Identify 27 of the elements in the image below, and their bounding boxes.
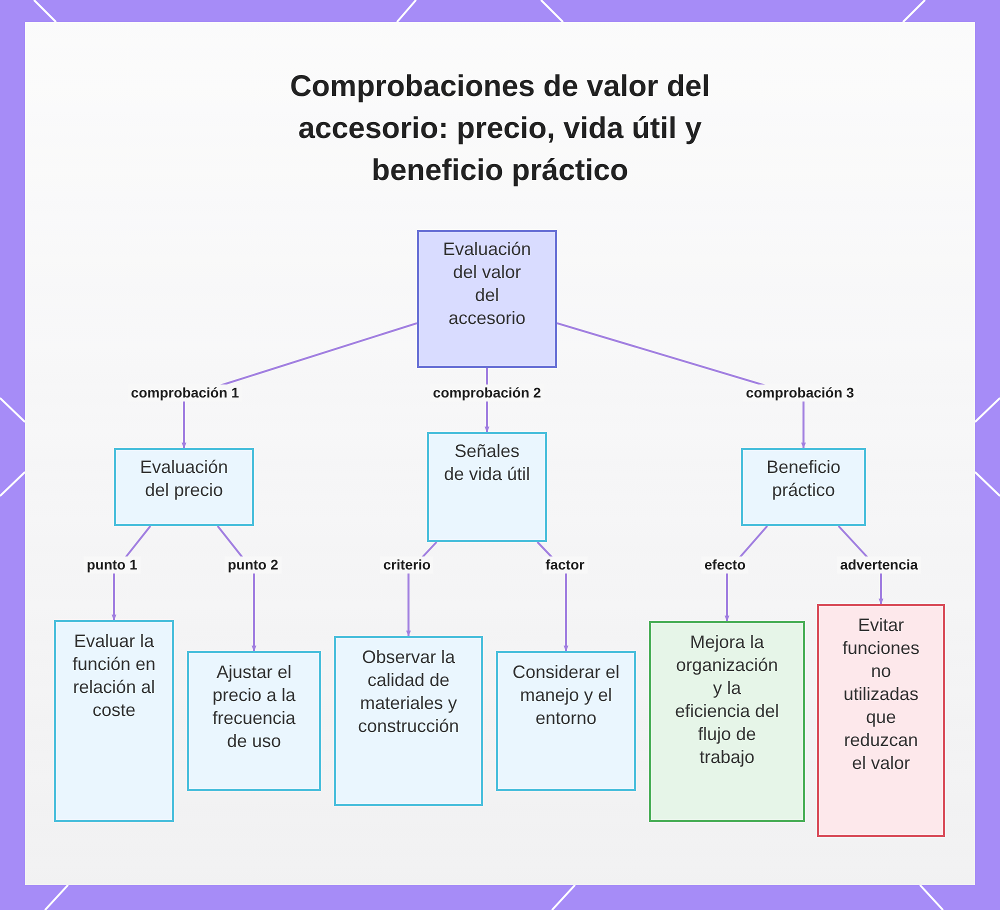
process-box (427, 432, 547, 542)
edge-label: factor (542, 556, 588, 574)
warning-box (817, 604, 945, 837)
edge-label: criterio (380, 556, 434, 574)
title: Comprobaciones de valor del accesorio: precio, vida útil y beneficio práctico (288, 69, 712, 189)
node-text: Beneficio práctico (765, 456, 842, 502)
node-text: Ajustar el precio a la frecuencia de uso (211, 661, 297, 753)
root-box (417, 230, 557, 368)
node-text: Señales de vida útil (443, 440, 531, 486)
benefit-box (649, 621, 805, 822)
node-text: Evaluar la función en relación al coste (71, 630, 157, 722)
edge-label: efecto (701, 556, 749, 574)
node-text: Evaluación del precio (138, 456, 230, 502)
process-box (334, 636, 483, 806)
process-box (741, 448, 866, 526)
node-text: Evaluación del valor del accesorio (442, 238, 532, 330)
edge-label: advertencia (837, 556, 921, 574)
edge-label: punto 2 (224, 556, 282, 574)
node-text: Evitar funciones no utilizadas que reduzcan el valor (841, 614, 921, 775)
process-box (496, 651, 636, 791)
node-text: Observar la calidad de materiales y construcción (356, 646, 460, 738)
node-text: Considerar el manejo y el entorno (512, 661, 620, 730)
process-box (114, 448, 254, 526)
edge-label: punto 1 (84, 556, 140, 574)
process-box (54, 620, 174, 822)
node-text: Mejora la organización y la eficiencia del flujo de trabajo (674, 631, 780, 769)
process-box (187, 651, 321, 791)
